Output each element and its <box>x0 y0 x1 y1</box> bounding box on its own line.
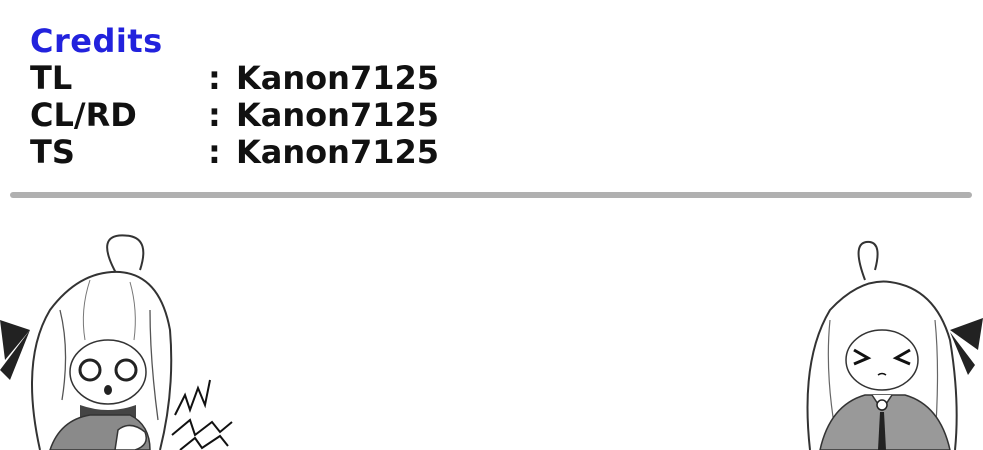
credit-name: Kanon7125 <box>236 59 439 97</box>
divider <box>10 192 972 198</box>
credit-role: TL <box>30 59 73 97</box>
credit-separator: : <box>208 96 221 134</box>
credit-row-tl: TL : Kanon7125 <box>30 60 439 97</box>
character-happy-illustration <box>790 200 983 450</box>
credit-row-ts: TS : Kanon7125 <box>30 134 439 171</box>
credits-title: Credits <box>30 22 163 60</box>
credit-name: Kanon7125 <box>236 96 439 134</box>
credit-role: TS <box>30 133 75 171</box>
credit-role: CL/RD <box>30 96 137 134</box>
character-surprised-illustration <box>0 200 260 450</box>
credit-row-clrd: CL/RD : Kanon7125 <box>30 97 439 134</box>
credit-name: Kanon7125 <box>236 133 439 171</box>
credit-separator: : <box>208 133 221 171</box>
credit-separator: : <box>208 59 221 97</box>
credits-block: Credits TL : Kanon7125 CL/RD : Kanon7125… <box>30 22 439 171</box>
